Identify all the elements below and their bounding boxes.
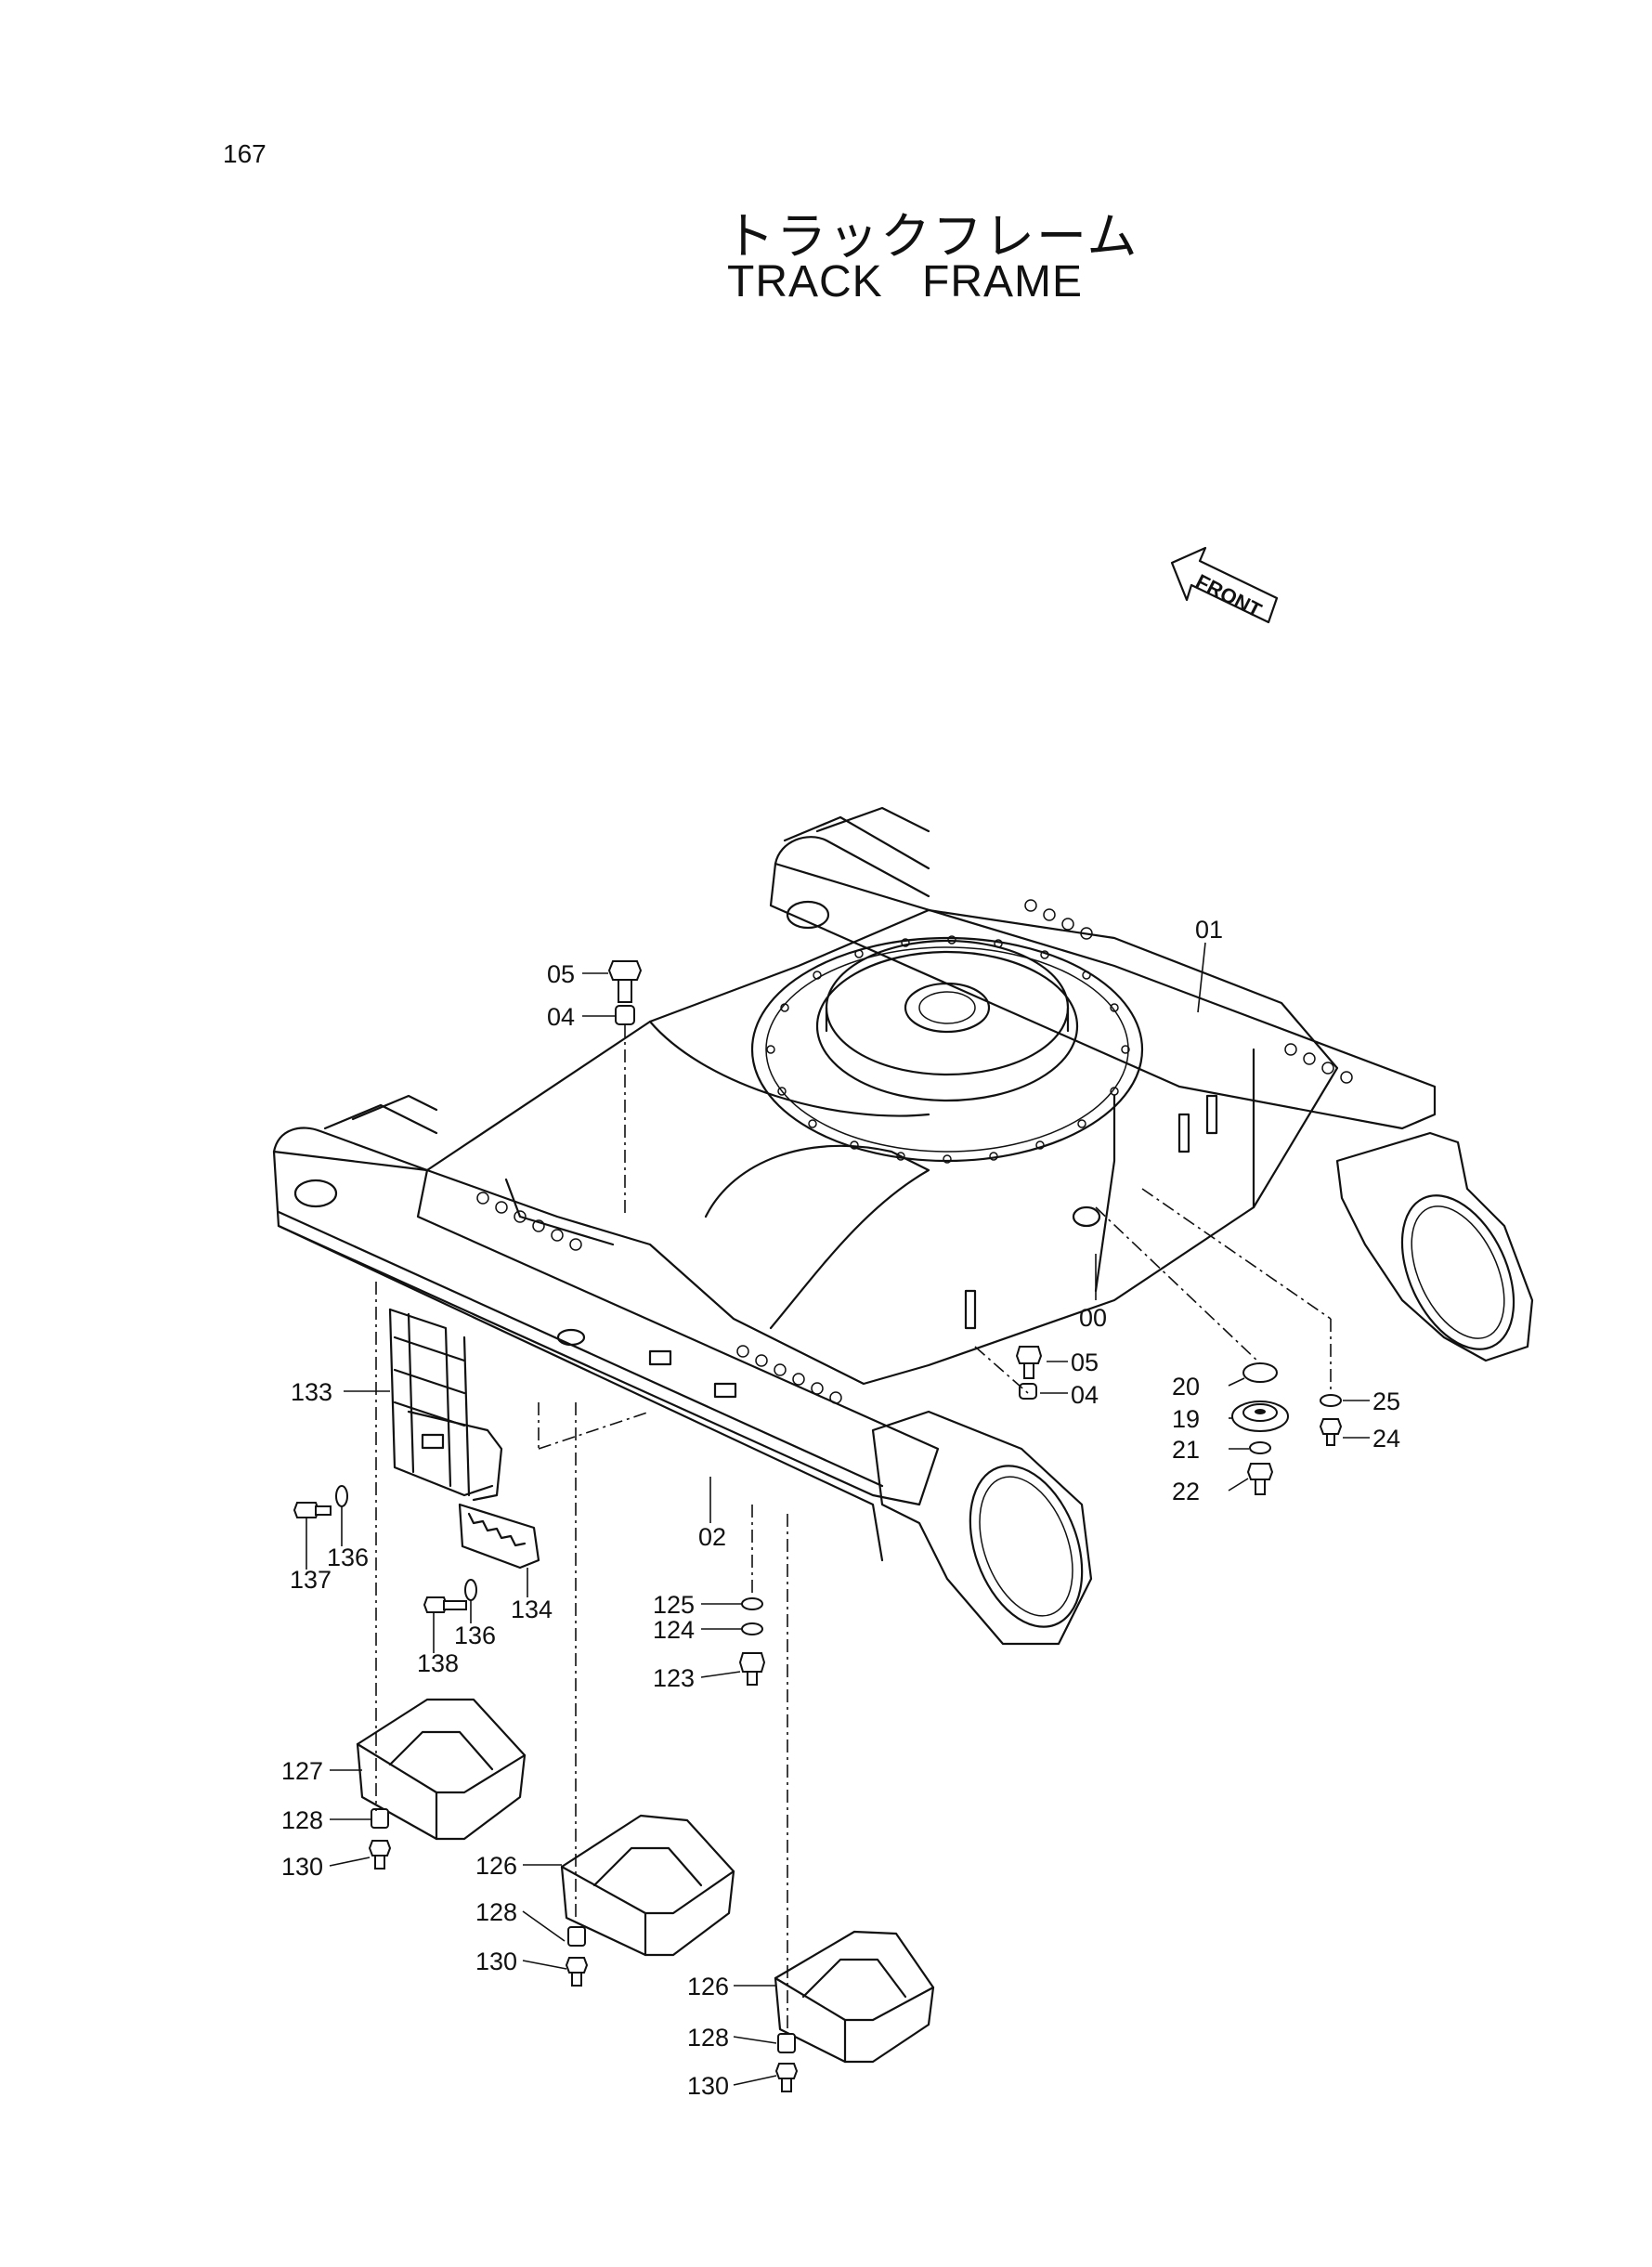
page-title-japanese: トラックフレーム [724,207,1139,266]
callout-127: 127 [281,1757,323,1785]
bolt-24 [1319,1418,1343,1446]
callout-19: 19 [1172,1405,1200,1433]
callout-136-a: 136 [327,1544,369,1571]
track-guide-127 [356,1698,527,1870]
bolt-137 [293,1502,332,1518]
track-guide-126-a [560,1814,735,1987]
track-frame-body [272,806,1534,1646]
cover-19 [1231,1401,1289,1432]
callout-24: 24 [1372,1425,1400,1453]
callout-02: 02 [698,1523,726,1551]
washer-25 [1320,1394,1342,1407]
page-title-english: TRACK FRAME [727,257,1084,306]
callout-05-side: 05 [1071,1348,1099,1376]
callout-125: 125 [653,1591,695,1619]
callout-123: 123 [653,1664,695,1692]
callout-126-b: 126 [687,1973,729,2000]
washer-21 [1249,1441,1271,1454]
frame-bolts [476,899,1353,1404]
callout-05-top: 05 [547,960,575,988]
bolt-123 [738,1652,766,1686]
washer-136-a [335,1485,348,1507]
callout-04-top: 04 [547,1003,575,1031]
callout-138: 138 [417,1649,459,1677]
callout-133: 133 [291,1378,332,1406]
callout-126-a: 126 [475,1852,517,1880]
washer-136-b [464,1579,477,1601]
callout-labels: 01 05 04 00 05 04 20 25 19 24 21 22 133 … [281,916,1400,2100]
bolt-05-side [1015,1346,1043,1379]
callout-128-a: 128 [281,1806,323,1834]
callout-25: 25 [1372,1388,1400,1415]
page-number: 167 [223,139,267,168]
step-133 [388,1308,503,1502]
callout-00: 00 [1079,1304,1107,1332]
callout-130-a: 130 [281,1853,323,1881]
track-guide-126-b [774,1930,935,2092]
bolt-05-top [607,960,643,1003]
callout-22: 22 [1172,1478,1200,1505]
leader-lines [306,942,1370,2086]
front-arrow-icon: FRONT [1170,546,1279,624]
callout-128-b: 128 [475,1898,517,1926]
callout-124: 124 [653,1616,695,1644]
callout-20: 20 [1172,1373,1200,1401]
ring-bolt-holes [766,935,1130,1164]
front-arrow-label: FRONT [1192,569,1266,622]
bracket-134 [458,1503,540,1570]
spacer-04-side [1019,1383,1037,1400]
callout-04-side: 04 [1071,1381,1099,1409]
callout-137: 137 [290,1566,332,1594]
callout-130-b: 130 [475,1948,517,1975]
callout-136-b: 136 [454,1622,496,1649]
callout-128-c: 128 [687,2024,729,2052]
plate-20 [1242,1362,1278,1383]
callout-134: 134 [511,1596,553,1623]
callout-21: 21 [1172,1436,1200,1464]
callout-130-c: 130 [687,2072,729,2100]
callout-01: 01 [1195,916,1223,944]
washer-124 [741,1622,763,1635]
bolt-22 [1246,1463,1274,1495]
washer-125 [741,1597,763,1610]
spacer-04-top [615,1005,635,1025]
bolt-138 [423,1596,467,1613]
